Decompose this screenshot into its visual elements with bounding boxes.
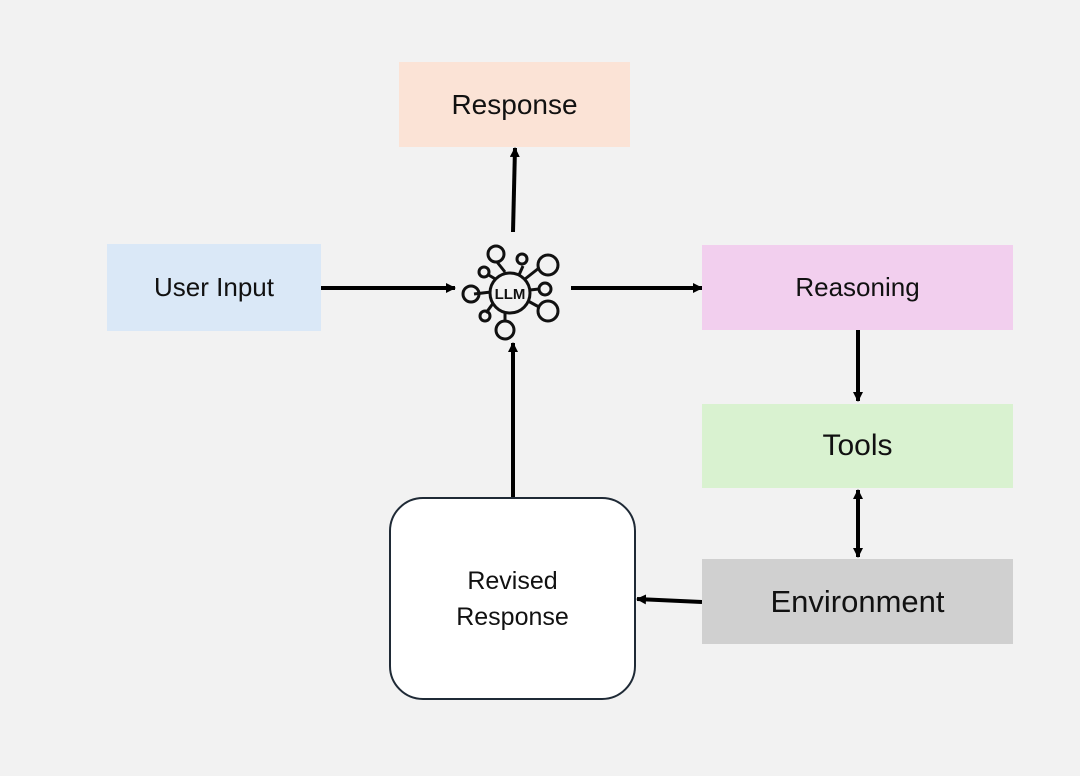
- node-reasoning-label: Reasoning: [795, 272, 920, 302]
- llm-label: LLM: [495, 286, 526, 303]
- node-tools-label: Tools: [822, 429, 893, 462]
- llm-network-icon: [461, 244, 560, 341]
- node-revised-response: Revised Response: [389, 497, 636, 700]
- node-environment-label: Environment: [770, 583, 945, 619]
- node-revised-response-line1: Revised: [467, 566, 558, 595]
- node-tools: Tools: [702, 404, 1013, 488]
- node-environment: Environment: [702, 559, 1013, 644]
- node-user-input: User Input: [107, 244, 321, 331]
- edge-llm-to-response: [509, 147, 520, 233]
- edge-environment-to-revised: [636, 594, 703, 605]
- node-reasoning: Reasoning: [702, 245, 1013, 330]
- node-response: Response: [399, 62, 630, 147]
- node-revised-response-line2: Response: [456, 602, 569, 631]
- node-user-input-label: User Input: [154, 272, 274, 302]
- node-response-label: Response: [451, 88, 578, 120]
